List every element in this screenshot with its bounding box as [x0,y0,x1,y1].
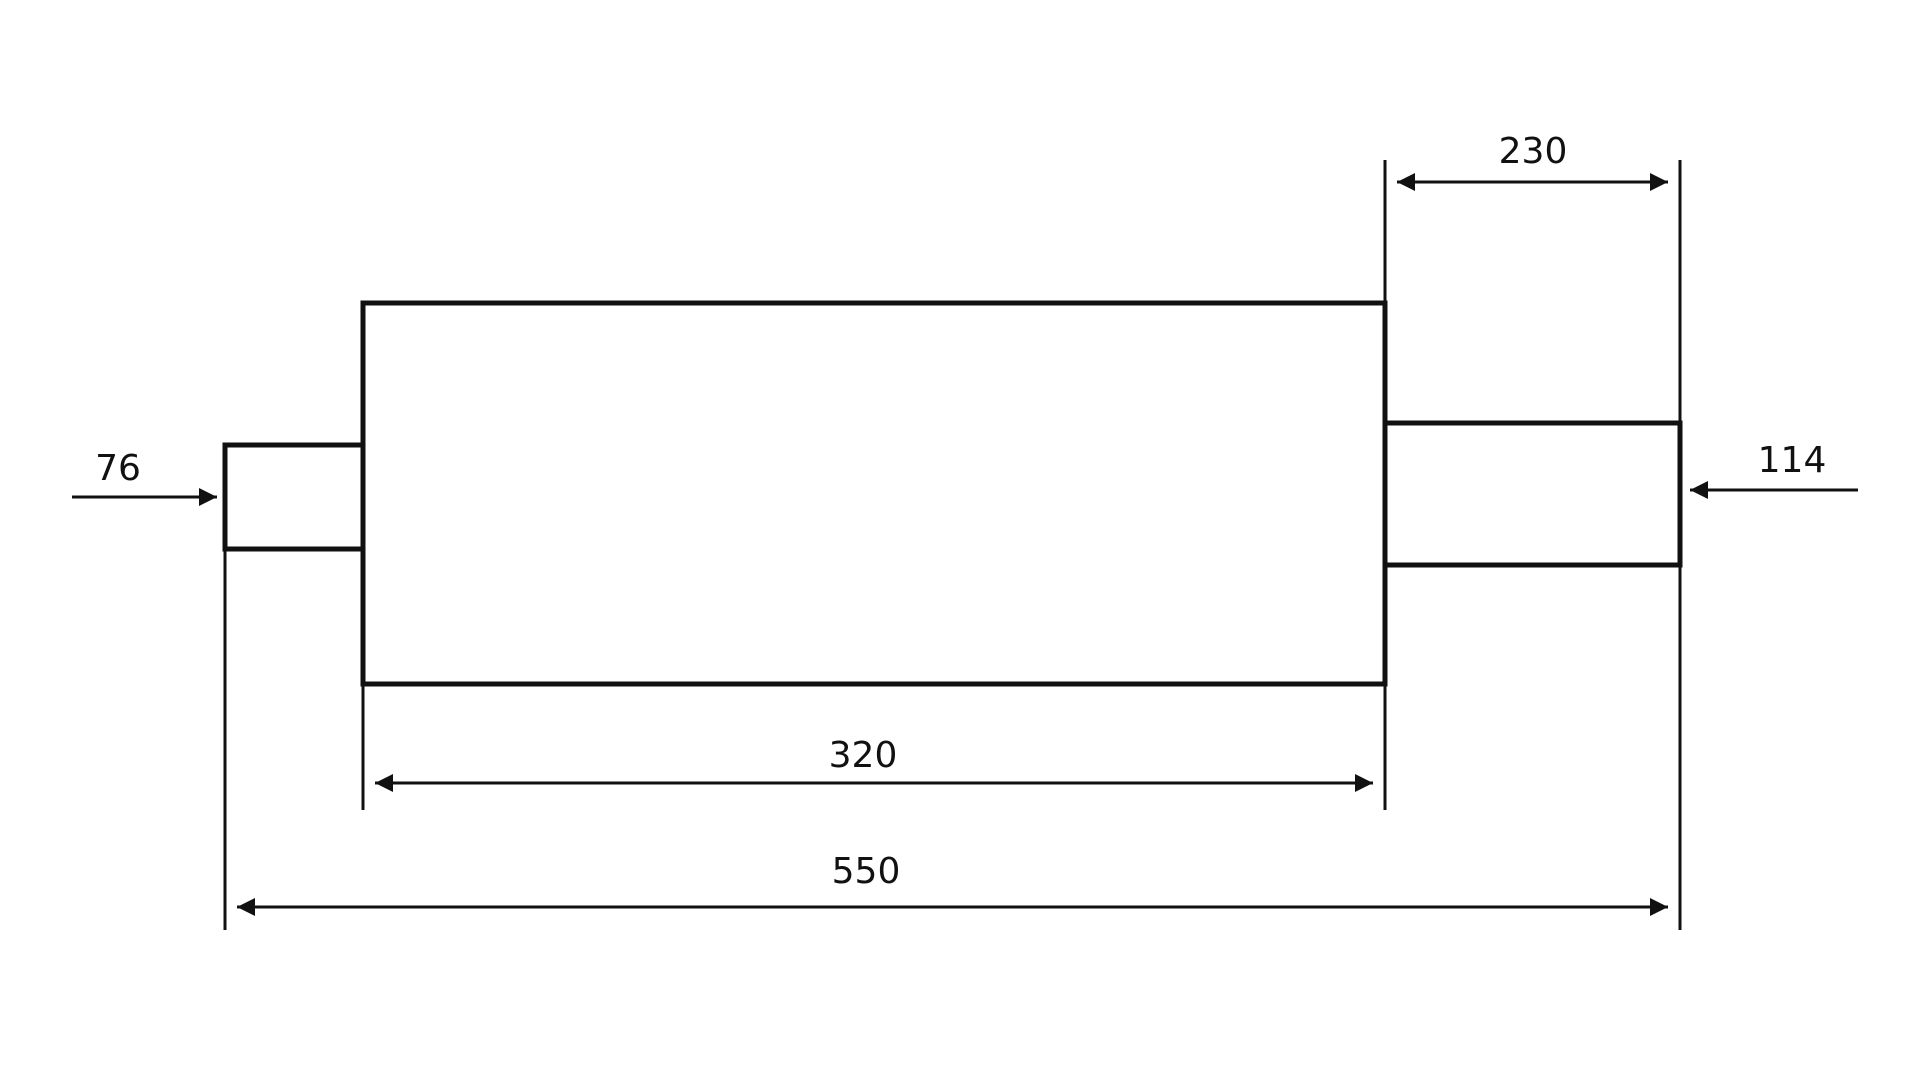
label-inlet-diameter: 76 [95,448,141,489]
label-outlet-pipe-length: 230 [1499,131,1568,172]
dimension-lines [72,173,1858,916]
muffler-outline [222,300,1683,687]
label-outlet-diameter: 114 [1758,440,1827,481]
inlet-pipe [222,442,366,552]
muffler-body [360,300,1388,687]
label-body-length: 320 [829,735,898,776]
extension-lines [223,160,1682,930]
label-overall-length: 550 [832,851,901,892]
outlet-pipe [1382,420,1683,568]
